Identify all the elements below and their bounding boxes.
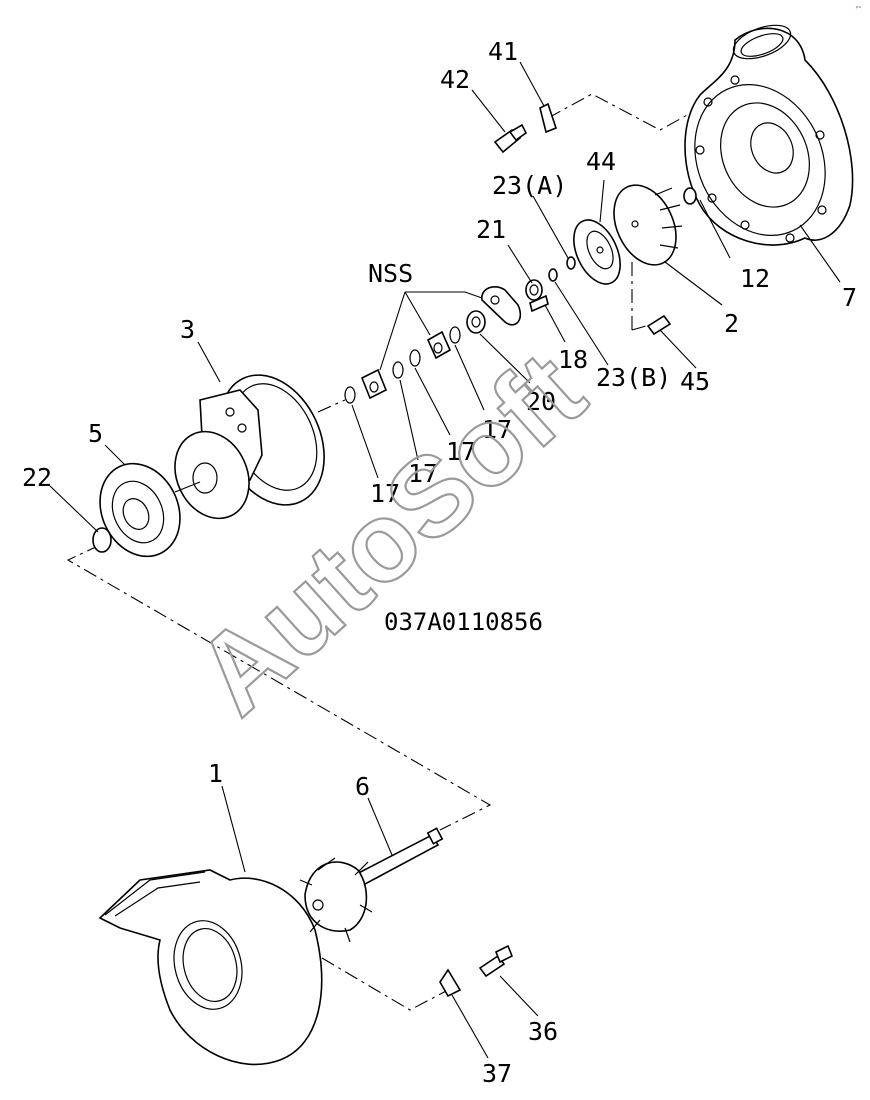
drawing-number: 037A0110856	[384, 608, 543, 636]
callout-12: 12	[740, 264, 770, 293]
part-2-compressor-wheel	[613, 184, 683, 266]
part-44-back-plate	[573, 219, 621, 285]
nss-journal-bearing-inner	[360, 368, 388, 400]
part-1-turbine-housing	[98, 869, 323, 1066]
part-17-snap-rings	[344, 326, 461, 404]
nss-journal-bearing-outer	[426, 330, 452, 360]
callout-7: 7	[842, 283, 857, 312]
callout-36: 36	[528, 1017, 558, 1046]
callout-17-a: 17	[482, 415, 512, 444]
corner-mark: ᵖᵃ	[856, 5, 861, 12]
callout-44: 44	[586, 147, 616, 176]
part-37-lock-plate	[439, 968, 462, 998]
callout-3: 3	[180, 315, 195, 344]
callout-42: 42	[440, 65, 470, 94]
part-36-bolt	[478, 944, 514, 978]
part-21-seal-ring	[525, 279, 543, 301]
callout-17-b: 17	[446, 437, 476, 466]
callout-17-c: 17	[408, 459, 438, 488]
callout-37: 37	[482, 1059, 512, 1088]
callout-41: 41	[488, 37, 518, 66]
callout-21: 21	[476, 215, 506, 244]
callouts: 41 42 44 23(A) 21 12 NSS 7 2 3 18 23(B) …	[22, 37, 857, 1088]
callout-5: 5	[88, 419, 103, 448]
callout-2: 2	[724, 309, 739, 338]
part-7-compressor-housing	[684, 24, 854, 246]
callout-17-d: 17	[370, 479, 400, 508]
callout-22: 22	[22, 463, 52, 492]
part-6-turbine-shaft	[299, 827, 444, 943]
part-45-bolt	[646, 314, 672, 336]
callout-23b: 23(B)	[596, 363, 671, 392]
callout-18: 18	[558, 345, 588, 374]
part-12-nut	[683, 187, 697, 205]
callout-1: 1	[208, 759, 223, 788]
leader-lines	[49, 61, 841, 1059]
callout-20: 20	[526, 387, 556, 416]
part-42-bolt	[493, 123, 528, 154]
callout-23a: 23(A)	[492, 171, 567, 200]
callout-6: 6	[355, 772, 370, 801]
part-23a-o-ring	[566, 256, 576, 270]
part-41-lock-plate	[539, 102, 557, 134]
part-5-seal-plate	[99, 462, 181, 558]
part-3-bearing-housing	[174, 374, 325, 520]
callout-nss: NSS	[368, 259, 413, 288]
part-18-bolts	[529, 294, 549, 313]
centerlines	[66, 93, 701, 1011]
part-23b-o-ring	[548, 268, 558, 282]
part-20-thrust-collar	[466, 310, 486, 334]
callout-45: 45	[680, 367, 710, 396]
nss-thrust-plate	[481, 286, 522, 326]
part-22-o-ring	[92, 527, 112, 553]
